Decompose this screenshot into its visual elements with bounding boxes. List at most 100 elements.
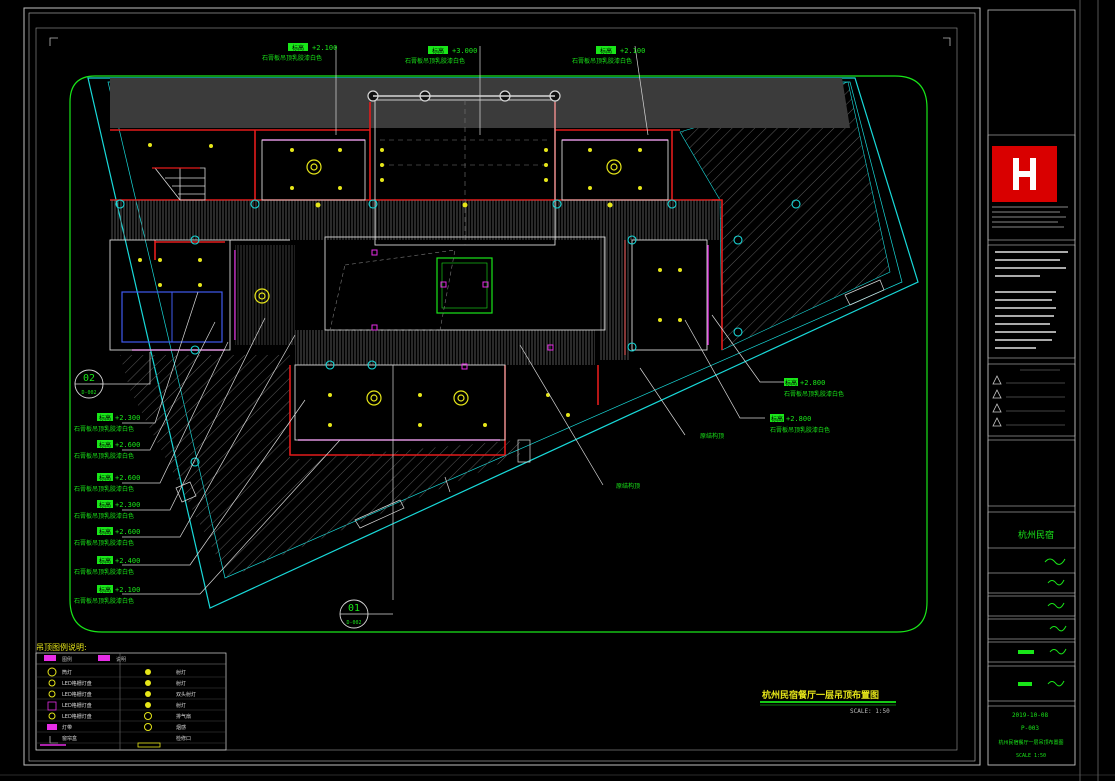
callout-left-2: 标高 +2.600 石膏板吊顶乳胶漆白色	[74, 440, 140, 460]
drawing-frame	[35, 27, 958, 751]
title-block: 杭州民宿 2019-10-08 P-003 杭州民宿餐厅一层吊顶布置图 SCAL…	[987, 9, 1076, 766]
svg-text:标高: 标高	[99, 528, 111, 536]
svg-text:标高: 标高	[600, 47, 612, 55]
callout-left-3: 标高 +2.600 石膏板吊顶乳胶漆白色	[74, 473, 140, 493]
legend-item-left: LED格栅灯盘	[62, 702, 92, 709]
legend-item-right: 双头射灯	[176, 691, 196, 698]
svg-text:石膏板吊顶乳胶漆白色: 石膏板吊顶乳胶漆白色	[74, 512, 134, 520]
svg-text:标高: 标高	[99, 557, 111, 565]
callout-top-1: 标高 +2.100 石膏板吊顶乳胶漆白色	[262, 43, 337, 62]
sheet-date: 2019-10-08	[1012, 712, 1049, 719]
svg-text:+2.600: +2.600	[115, 441, 140, 449]
svg-text:标高: 标高	[99, 474, 111, 482]
callout-top-2: 标高 +3.000 石膏板吊顶乳胶漆白色	[405, 46, 477, 65]
callout-left-7: 标高 +2.100 石膏板吊顶乳胶漆白色	[74, 585, 140, 605]
callout-right-1: 标高 +2.800 石膏板吊顶乳胶漆白色	[784, 378, 844, 398]
svg-text:+2.800: +2.800	[786, 415, 811, 423]
signatures	[1044, 558, 1067, 687]
room-outlines	[109, 99, 708, 441]
stair	[154, 167, 206, 201]
left-callouts: 标高 +2.300 石膏板吊顶乳胶漆白色 标高 +2.600 石膏板吊顶乳胶漆白…	[74, 413, 140, 605]
svg-text:+2.100: +2.100	[620, 47, 645, 55]
callout-left-6: 标高 +2.400 石膏板吊顶乳胶漆白色	[74, 556, 140, 576]
svg-text:D-002: D-002	[81, 390, 96, 396]
svg-text:说明: 说明	[116, 656, 126, 663]
svg-text:标高: 标高	[99, 414, 111, 422]
legend-item-right: 排气扇	[176, 713, 191, 720]
legend-item-right: 烟感	[176, 724, 186, 731]
exterior-openings	[175, 279, 885, 529]
svg-text:01: 01	[348, 603, 360, 614]
svg-text:石膏板吊顶乳胶漆白色: 石膏板吊顶乳胶漆白色	[74, 452, 134, 460]
legend-title: 吊顶图例说明:	[36, 642, 87, 652]
columns	[115, 199, 801, 467]
hatched-zone-south	[120, 355, 520, 578]
svg-text:标高: 标高	[771, 415, 783, 423]
svg-text:石膏板吊顶乳胶漆白色: 石膏板吊顶乳胶漆白色	[74, 485, 134, 493]
drawing-scale: SCALE: 1:50	[850, 708, 890, 715]
legend-item-right: 射灯	[176, 680, 186, 687]
leader-lines	[100, 45, 784, 600]
svg-text:+2.300: +2.300	[115, 501, 140, 509]
svg-text:+2.800: +2.800	[800, 379, 825, 387]
section-marker-01: 01 D-002	[339, 599, 369, 629]
svg-text:02: 02	[83, 373, 95, 384]
sheet-inner-border	[28, 12, 976, 762]
pendant-lights	[254, 159, 622, 406]
legend-item-right: 射灯	[176, 669, 186, 676]
magenta-fixtures	[371, 249, 554, 370]
callout-top-3: 标高 +2.100 石膏板吊顶乳胶漆白色	[572, 46, 645, 65]
legend-item-right: 检修口	[176, 735, 191, 742]
svg-text:+2.100: +2.100	[312, 44, 337, 52]
note-structure-1: 原结构顶	[700, 432, 724, 440]
spot-lights	[138, 143, 682, 427]
skylight	[436, 257, 493, 314]
corridor-band-east	[600, 240, 630, 360]
svg-text:标高: 标高	[785, 379, 797, 387]
svg-text:+2.600: +2.600	[115, 528, 140, 536]
legend-item-left: LED格栅灯盘	[62, 680, 92, 687]
drawing-title: 杭州民宿餐厅一层吊顶布置图	[762, 689, 879, 701]
top-callouts: 标高 +2.100 石膏板吊顶乳胶漆白色 标高 +3.000 石膏板吊顶乳胶漆白…	[262, 43, 645, 65]
svg-text:石膏板吊顶乳胶漆白色: 石膏板吊顶乳胶漆白色	[572, 57, 632, 65]
svg-text:标高: 标高	[99, 441, 111, 449]
svg-text:石膏板吊顶乳胶漆白色: 石膏板吊顶乳胶漆白色	[405, 57, 465, 65]
svg-text:石膏板吊顶乳胶漆白色: 石膏板吊顶乳胶漆白色	[74, 597, 134, 605]
sheet-title: 杭州民宿餐厅一层吊顶布置图	[998, 739, 1063, 746]
svg-text:图例: 图例	[62, 656, 72, 663]
legend: 吊顶图例说明: 图例 说明 筒灯射灯LED格栅灯盘射灯LED格栅灯盘双头射灯LE…	[35, 642, 227, 751]
svg-text:石膏板吊顶乳胶漆白色: 石膏板吊顶乳胶漆白色	[262, 54, 322, 62]
note-structure-2: 原结构顶	[616, 482, 640, 490]
sheet-outer-border	[23, 7, 981, 766]
svg-text:+2.600: +2.600	[115, 474, 140, 482]
callout-left-4: 标高 +2.300 石膏板吊顶乳胶漆白色	[74, 500, 140, 520]
callout-left-1: 标高 +2.300 石膏板吊顶乳胶漆白色	[74, 413, 140, 433]
sheet-scale: SCALE 1:50	[1016, 753, 1046, 759]
legend-item-left: 灯带	[62, 724, 72, 731]
callout-left-5: 标高 +2.600 石膏板吊顶乳胶漆白色	[74, 527, 140, 547]
svg-text:+3.000: +3.000	[452, 47, 477, 55]
svg-text:石膏板吊顶乳胶漆白色: 石膏板吊顶乳胶漆白色	[74, 539, 134, 547]
right-callouts: 标高 +2.800 石膏板吊顶乳胶漆白色 标高 +2.800 石膏板吊顶乳胶漆白…	[770, 378, 844, 434]
legend-item-left: LED格栅灯盘	[62, 713, 92, 720]
sheet-number: P-003	[1021, 725, 1039, 732]
site-boundary	[69, 75, 928, 633]
svg-text:标高: 标高	[99, 501, 111, 509]
legend-item-right: 射灯	[176, 702, 186, 709]
project-name: 杭州民宿	[1018, 529, 1054, 541]
section-marker-02: 02 D-002	[74, 369, 104, 399]
corridor-band-south	[295, 330, 595, 365]
legend-item-left: 筒灯	[62, 669, 72, 676]
svg-text:标高: 标高	[292, 44, 304, 52]
svg-text:石膏板吊顶乳胶漆白色: 石膏板吊顶乳胶漆白色	[74, 568, 134, 576]
svg-text:+2.400: +2.400	[115, 557, 140, 565]
svg-text:+2.300: +2.300	[115, 414, 140, 422]
legend-item-left: LED格栅灯盘	[62, 691, 92, 698]
svg-text:标高: 标高	[432, 47, 444, 55]
legend-item-left: 窗帘盒	[62, 735, 77, 742]
svg-text:标高: 标高	[99, 586, 111, 594]
svg-text:石膏板吊顶乳胶漆白色: 石膏板吊顶乳胶漆白色	[784, 390, 844, 398]
svg-text:+2.100: +2.100	[115, 586, 140, 594]
corridor-band-north	[110, 200, 720, 240]
